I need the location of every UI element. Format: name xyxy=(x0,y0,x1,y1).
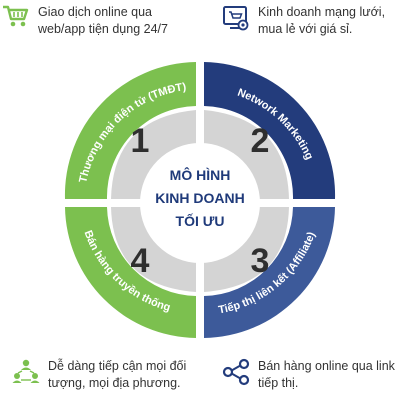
center-title-line-3: TỐI ƯU xyxy=(176,212,225,229)
center-disc xyxy=(140,143,260,263)
network-store-icon xyxy=(222,4,250,37)
center-title-line-1: MÔ HÌNH xyxy=(170,166,231,183)
people-network-icon xyxy=(12,358,40,391)
quadrant-1-number: 1 xyxy=(131,122,150,160)
shopping-cart-icon xyxy=(2,4,30,35)
quadrant-4-ring xyxy=(65,207,196,338)
note-text: Kinh doanh mạng lưới, mua lẻ với giá sỉ. xyxy=(258,5,386,36)
note-affiliate: Bán hàng online qua link tiếp thị. xyxy=(222,358,398,392)
quadrant-2-number: 2 xyxy=(251,122,270,160)
quadrant-3-number: 3 xyxy=(251,242,270,280)
quadrant-3-ring xyxy=(204,207,335,338)
note-text: Giao dịch online qua web/app tiện dụng 2… xyxy=(38,5,168,36)
quadrant-1-ring xyxy=(64,62,196,199)
note-text: Dễ dàng tiếp cận mọi đối tượng, mọi địa … xyxy=(48,359,187,390)
note-text: Bán hàng online qua link tiếp thị. xyxy=(258,359,395,390)
share-icon xyxy=(222,358,250,391)
center-title-line-2: KINH DOANH xyxy=(155,190,244,206)
note-traditional: Dễ dàng tiếp cận mọi đối tượng, mọi địa … xyxy=(12,358,202,392)
note-ecommerce: Giao dịch online qua web/app tiện dụng 2… xyxy=(2,4,202,38)
note-network-marketing: Kinh doanh mạng lưới, mua lẻ với giá sỉ. xyxy=(222,4,398,38)
quadrant-4-number: 4 xyxy=(131,242,150,280)
quadrant-2-ring xyxy=(204,62,336,199)
